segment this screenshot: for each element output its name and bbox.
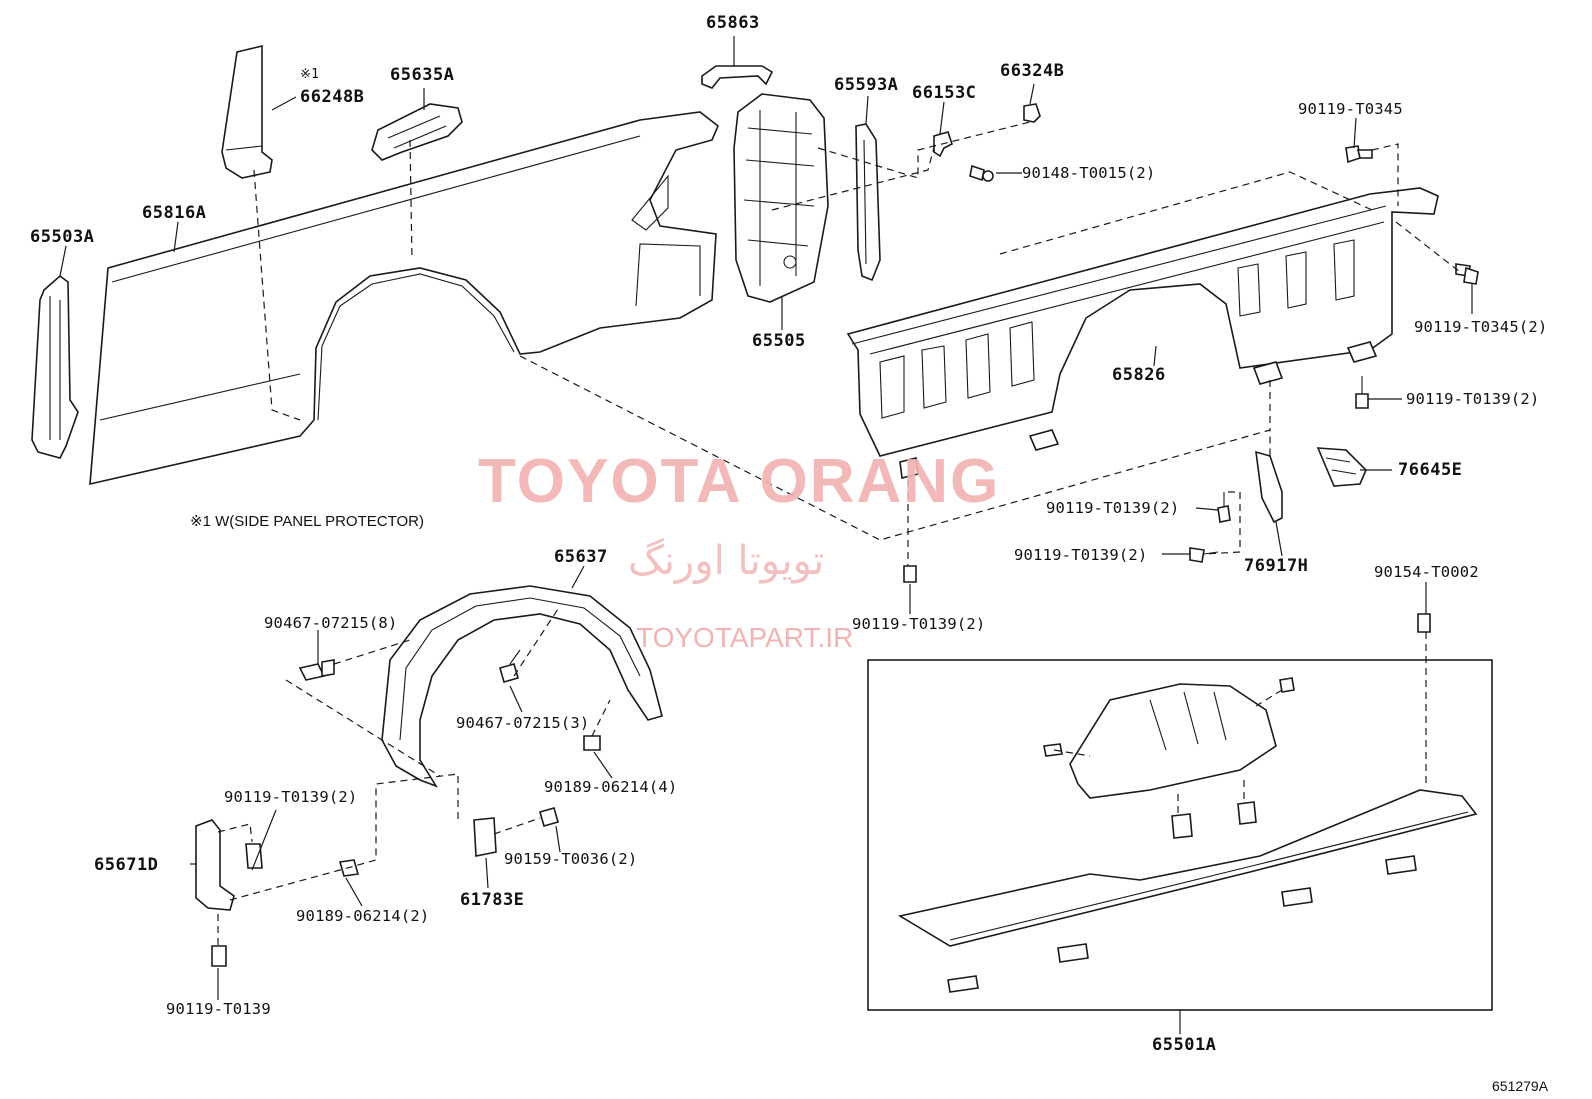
label-90148-t0015[interactable]: 90148-T0015(2) — [1022, 164, 1156, 182]
label-90154-t0002[interactable]: 90154-T0002 — [1374, 563, 1479, 581]
label-65503a[interactable]: 65503A — [30, 227, 95, 247]
label-66153c[interactable]: 66153C — [912, 83, 977, 103]
clip-90467-07215-mid[interactable] — [499, 649, 521, 683]
clip-90467-07215-left[interactable] — [298, 659, 335, 681]
bolt-90119-t0139-d[interactable] — [245, 843, 263, 869]
label-90119-t0139-right[interactable]: 90119-T0139(2) — [1406, 390, 1540, 408]
bolt-90119-t0345-right[interactable] — [1455, 263, 1479, 285]
bolt-90154-t0002[interactable] — [1417, 613, 1431, 633]
side-panel-outer-65816a[interactable] — [89, 111, 719, 486]
label-65863[interactable]: 65863 — [706, 13, 760, 33]
bracket-76917h[interactable] — [1255, 450, 1283, 524]
label-76645e[interactable]: 76645E — [1398, 460, 1463, 480]
label-65635a[interactable]: 65635A — [390, 65, 455, 85]
bracket-76645e[interactable] — [1316, 447, 1367, 487]
screw-90159-t0036[interactable] — [539, 807, 559, 827]
label-65816a[interactable]: 65816A — [142, 203, 207, 223]
clip-66324b[interactable] — [1023, 103, 1041, 123]
pillar-65503a[interactable] — [31, 274, 79, 459]
label-61783e[interactable]: 61783E — [460, 890, 525, 910]
label-65826[interactable]: 65826 — [1112, 365, 1166, 385]
label-66324b[interactable]: 66324B — [1000, 61, 1065, 81]
label-65671d[interactable]: 65671D — [94, 855, 159, 875]
label-90119-t0139-e[interactable]: 90119-T0139 — [166, 1000, 271, 1018]
bolt-90119-t0139-e[interactable] — [211, 945, 227, 967]
label-66248b[interactable]: 66248B — [300, 87, 365, 107]
label-76917h[interactable]: 76917H — [1244, 556, 1309, 576]
label-90467-07215-3[interactable]: 90467-07215(3) — [456, 714, 590, 732]
label-90189-06214-4[interactable]: 90189-06214(4) — [544, 778, 678, 796]
inner-panel-65826[interactable] — [846, 187, 1439, 479]
label-90119-t0139-b[interactable]: 90119-T0139(2) — [1014, 546, 1148, 564]
bolt-90119-t0139-a[interactable] — [1217, 492, 1231, 523]
floor-panel-65501a[interactable] — [897, 677, 1478, 993]
bracket-65863[interactable] — [701, 65, 774, 89]
nut-90189-06214-right[interactable] — [583, 735, 601, 751]
footnote: ※1 W(SIDE PANEL PROTECTOR) — [190, 513, 424, 530]
inner-upright-65505[interactable] — [733, 93, 829, 303]
strip-65593a[interactable] — [855, 123, 881, 282]
wheelhouse-liner-65637[interactable] — [381, 585, 663, 788]
label-note-mark: ※1 — [300, 67, 320, 82]
label-90119-t0139-d[interactable]: 90119-T0139(2) — [224, 788, 358, 806]
label-90119-t0139-c[interactable]: 90119-T0139(2) — [852, 615, 986, 633]
label-90189-06214-2[interactable]: 90189-06214(2) — [296, 907, 430, 925]
label-65501a[interactable]: 65501A — [1152, 1035, 1217, 1055]
watermark-url: TOYOTAPART.IR — [636, 622, 854, 653]
label-90159-t0036[interactable]: 90159-T0036(2) — [504, 850, 638, 868]
bracket-65671d[interactable] — [195, 819, 235, 911]
reference-lines — [217, 121, 1461, 946]
label-65593a[interactable]: 65593A — [834, 75, 899, 95]
diagram-code: 651279A — [1492, 1078, 1549, 1094]
pad-61783e[interactable] — [473, 817, 497, 857]
bolt-90119-t0345-top[interactable] — [1345, 145, 1373, 164]
label-65637[interactable]: 65637 — [554, 547, 608, 567]
watermark-brand: TOYOTA ORANG — [478, 447, 1001, 516]
label-90119-t0345-2[interactable]: 90119-T0345(2) — [1414, 318, 1548, 336]
leader-lines — [59, 36, 1473, 1034]
bolt-90119-t0139-right[interactable] — [1355, 376, 1369, 409]
bolt-90119-t0139-b[interactable] — [1189, 547, 1219, 563]
side-panel-protector-66248b[interactable] — [221, 44, 273, 179]
label-90119-t0139-a[interactable]: 90119-T0139(2) — [1046, 499, 1180, 517]
label-90467-07215-8[interactable]: 90467-07215(8) — [264, 614, 398, 632]
bracket-65635a[interactable] — [371, 103, 463, 161]
watermark-farsi: تویوتا اورنگ — [628, 538, 825, 584]
bolt-90119-t0139-bottom[interactable] — [903, 565, 917, 583]
screw-90148-t0015[interactable] — [969, 164, 994, 182]
label-90119-t0345[interactable]: 90119-T0345 — [1298, 100, 1403, 118]
label-65505[interactable]: 65505 — [752, 331, 806, 351]
